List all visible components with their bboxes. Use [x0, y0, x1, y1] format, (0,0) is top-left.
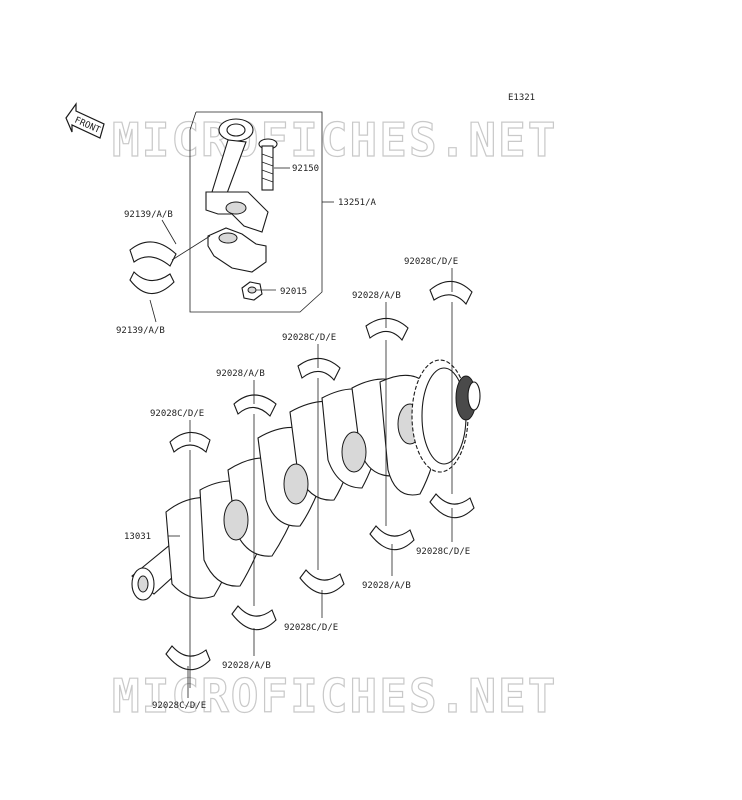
- main-bearing-7: [369, 525, 415, 551]
- main-bearing-2: [233, 394, 277, 417]
- conrod-nut: [241, 281, 263, 301]
- label-92028cde-1: 92028C/D/E: [404, 257, 458, 267]
- front-arrow-icon: FRONT: [65, 102, 105, 139]
- label-92028ab-3: 92028/A/B: [362, 581, 411, 591]
- conrod-bearing-lower: [129, 271, 175, 295]
- label-92028cde-5: 92028C/D/E: [284, 623, 338, 633]
- watermark-bottom: MICROFICHES.NET: [112, 669, 557, 723]
- conrod-cap: [207, 227, 267, 273]
- main-bearing-3: [297, 357, 341, 381]
- label-92028ab-2: 92028/A/B: [216, 369, 265, 379]
- label-92028cde-2: 92028C/D/E: [282, 333, 336, 343]
- label-92028cde-3: 92028C/D/E: [150, 409, 204, 419]
- label-13031: 13031: [124, 532, 151, 542]
- main-bearing-9: [231, 605, 277, 631]
- label-92028ab-4: 92028/A/B: [222, 661, 271, 671]
- label-92139-bottom: 92139/A/B: [116, 326, 165, 336]
- label-92028cde-6: 92028C/D/E: [152, 701, 206, 711]
- leader-lines: [149, 167, 453, 698]
- label-92028ab-1: 92028/A/B: [352, 291, 401, 301]
- crankshaft: [131, 359, 481, 601]
- main-bearing-5: [429, 280, 473, 305]
- main-bearing-8: [299, 569, 345, 595]
- main-bearing-6: [429, 493, 475, 519]
- watermark-top: MICROFICHES.NET: [112, 113, 557, 167]
- label-92028cde-4: 92028C/D/E: [416, 547, 470, 557]
- main-bearing-4: [365, 317, 409, 341]
- conrod-assembly-bracket: [189, 111, 323, 313]
- label-92015: 92015: [280, 287, 307, 297]
- main-bearing-1: [169, 431, 211, 453]
- connecting-rod: [205, 118, 269, 233]
- conrod-bearing-upper: [129, 241, 177, 267]
- main-bearing-10: [165, 645, 211, 671]
- conrod-bolt: [258, 138, 278, 191]
- label-92150: 92150: [292, 164, 319, 174]
- label-92139-top: 92139/A/B: [124, 210, 173, 220]
- diagram-code: E1321: [508, 93, 535, 103]
- label-13251-a: 13251/A: [338, 198, 377, 208]
